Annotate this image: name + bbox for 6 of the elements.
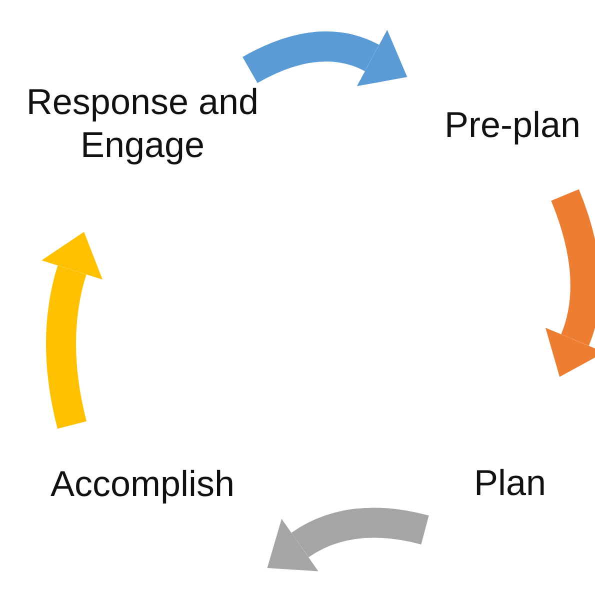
stage-label: Plan: [472, 461, 548, 504]
curved-arrow: [544, 190, 595, 378]
stage-label: Response and Engage: [25, 80, 260, 166]
stage-label: Accomplish: [49, 462, 236, 506]
curved-arrow: [41, 232, 103, 428]
stage-label: Pre-plan: [443, 103, 582, 146]
